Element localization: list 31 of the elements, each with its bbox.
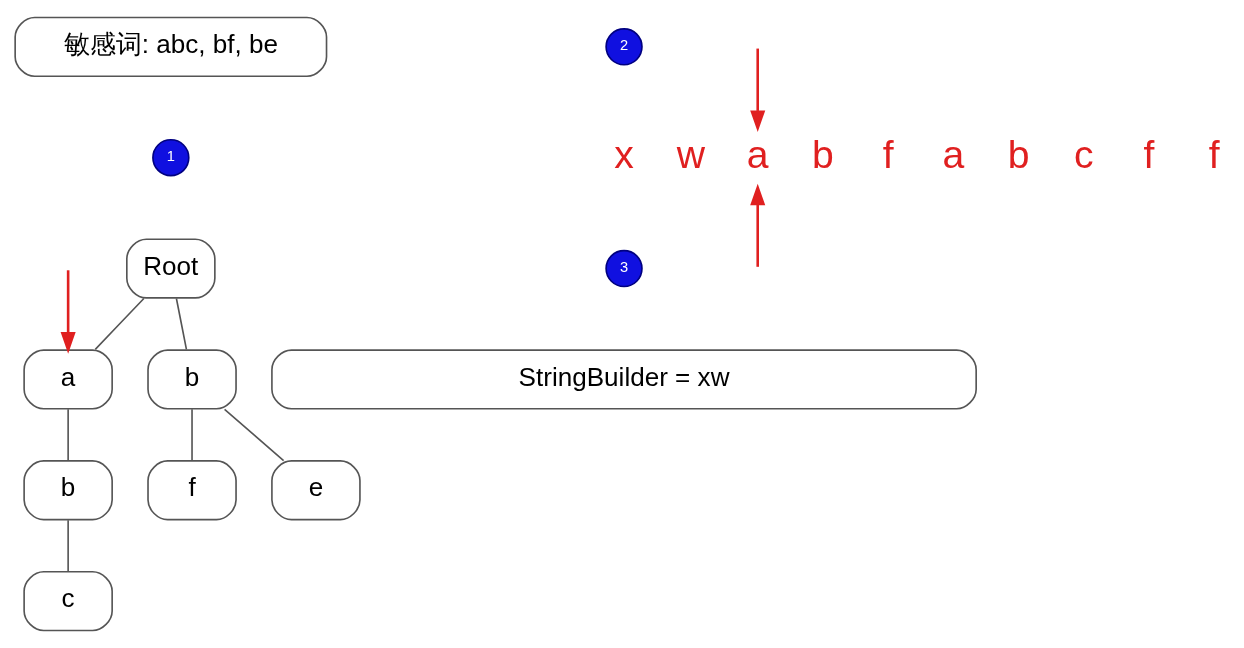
- connector: [191, 408, 193, 461]
- connector: [223, 408, 285, 462]
- node-box: 敏感词: abc, bf, be: [14, 16, 328, 78]
- node-text: f: [1143, 132, 1155, 176]
- connector: [67, 519, 69, 572]
- node-text: f: [1208, 132, 1220, 176]
- node-box: c: [23, 570, 113, 632]
- connector: [175, 297, 188, 351]
- node-text: x: [614, 132, 634, 176]
- node-circle: 2: [605, 28, 643, 66]
- arrow: [750, 183, 766, 267]
- node-text: f: [882, 132, 894, 176]
- connector: [67, 408, 69, 461]
- node-text: c: [1073, 132, 1094, 176]
- node-box: StringBuilder = xw: [271, 349, 977, 410]
- node-box: b: [23, 460, 113, 521]
- node-circle: 3: [605, 249, 643, 288]
- node-box: f: [147, 460, 237, 521]
- arrow: [750, 48, 766, 132]
- node-text: a: [746, 132, 769, 176]
- node-text: b: [1007, 132, 1030, 176]
- node-circle: 1: [152, 138, 190, 177]
- connector: [94, 297, 145, 351]
- arrow: [60, 270, 76, 354]
- node-text: b: [812, 132, 834, 176]
- node-box: a: [23, 349, 113, 410]
- node-box: Root: [126, 238, 216, 299]
- node-box: e: [271, 460, 361, 521]
- node-text: w: [676, 132, 705, 176]
- node-box: b: [147, 349, 237, 410]
- node-text: a: [942, 132, 965, 176]
